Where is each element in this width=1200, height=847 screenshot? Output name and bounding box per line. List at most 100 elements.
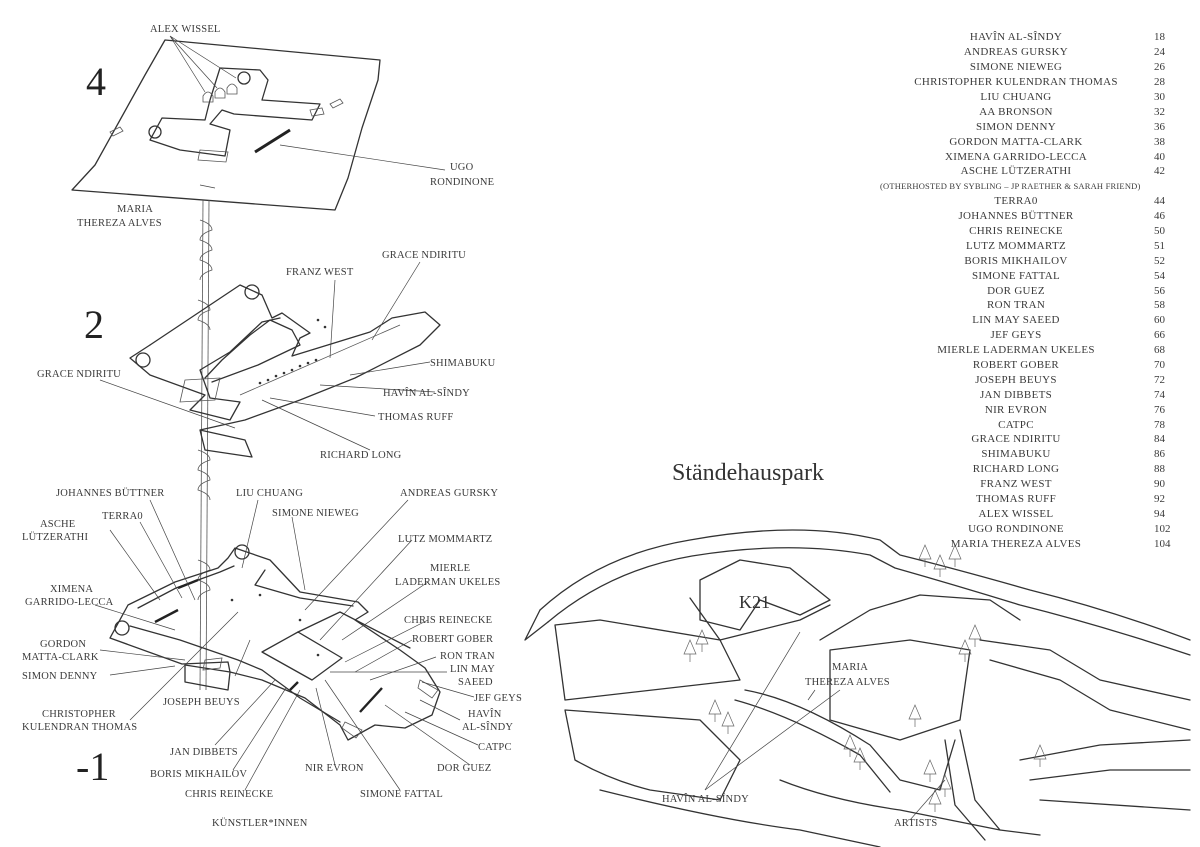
label-boris-mikhailov: BORIS MIKHAILOV: [150, 769, 247, 780]
index-artist-name: RICHARD LONG: [972, 463, 1060, 476]
label-al-sindy: AL-SÎNDY: [462, 721, 513, 733]
index-artist-name: SIMONE FATTAL: [971, 269, 1061, 282]
index-page-number: 56: [1154, 284, 1165, 297]
index-artist-name: AA BRONSON: [979, 105, 1053, 118]
label-andreas-gursky: ANDREAS GURSKY: [400, 488, 498, 499]
index-page-number: 18: [1154, 31, 1165, 44]
index-artist-name: ROBERT GOBER: [972, 359, 1060, 372]
index-artist-name: XIMENA GARRIDO-LECCA: [945, 150, 1087, 163]
index-page-number: 30: [1154, 91, 1165, 103]
index-page-number: 72: [1154, 373, 1165, 386]
label-robert-gober: ROBERT GOBER: [412, 634, 493, 645]
index-page-number: 26: [1154, 61, 1165, 74]
index-entry: LIU CHUANG 30: [880, 90, 1180, 105]
index-artist-name: MIERLE LADERMAN UKELES: [937, 344, 1095, 357]
index-artist-name: CATPC: [998, 418, 1034, 431]
floor-4-label-rondinone: RONDINONE: [430, 177, 494, 188]
index-page-number: 51: [1154, 239, 1165, 252]
index-artist-name: GRACE NDIRITU: [971, 433, 1061, 446]
k21-label: K21: [739, 592, 770, 612]
label-lutzerathi: LÜTZERATHI: [22, 531, 88, 543]
floor-4-label-alex-wissel: ALEX WISSEL: [150, 24, 221, 35]
floor-2-label-grace-ndiritu-top: GRACE NDIRITU: [382, 250, 466, 261]
index-page-number: 54: [1154, 269, 1165, 282]
floor-4-label-ugo: UGO: [450, 162, 474, 173]
index-artist-name: LIN MAY SAEED: [972, 314, 1060, 327]
label-kulendran-thomas: KULENDRAN THOMAS: [22, 722, 137, 733]
index-artist-name: GORDON MATTA-CLARK: [949, 135, 1083, 148]
label-dor-guez: DOR GUEZ: [437, 763, 491, 774]
label-ron-tran: RON TRAN: [440, 651, 495, 662]
label-lin-may: LIN MAY: [450, 664, 495, 675]
index-page-number: 28: [1154, 76, 1165, 89]
index-page-number: 42: [1154, 165, 1165, 178]
index-artist-name: ASCHE LÜTZERATHI: [960, 165, 1072, 178]
index-artist-name: CHRISTOPHER KULENDRAN THOMAS: [914, 76, 1118, 89]
index-artist-name: ANDREAS GURSKY: [963, 46, 1069, 59]
label-christopher: CHRISTOPHER: [42, 709, 116, 720]
index-entry: ROBERT GOBER 70: [880, 358, 1180, 373]
index-artist-name: SIMON DENNY: [976, 120, 1056, 133]
index-page-number: 24: [1154, 46, 1165, 59]
label-nir-evron: NIR EVRON: [305, 763, 364, 774]
label-jan-dibbets: JAN DIBBETS: [170, 747, 238, 758]
index-artist-name: HAVÎN AL-SÎNDY: [969, 31, 1063, 44]
building-spine: [197, 199, 213, 691]
floor-minus1-plan: [94, 499, 479, 791]
index-entry: ANDREAS GURSKY 24: [880, 45, 1180, 60]
index-entry: HAVÎN AL-SÎNDY 18: [880, 30, 1180, 45]
floor-4-plan: [71, 35, 446, 211]
index-page-number: 60: [1154, 314, 1165, 327]
index-entry: SIMONE FATTAL 54: [880, 268, 1180, 283]
park-label-thereza-alves: THEREZA ALVES: [805, 677, 890, 688]
index-artist-name: JEF GEYS: [990, 329, 1042, 342]
label-chris-reinecke-right: CHRIS REINECKE: [404, 615, 492, 626]
index-artist-name: MARIA THEREZA ALVES: [950, 537, 1082, 550]
index-artist-name: CHRIS REINECKE: [969, 225, 1063, 238]
floor-2-label-havin-al-sindy: HAVÎN AL-SÎNDY: [383, 387, 470, 399]
index-artist-name: ALEX WISSEL: [978, 507, 1054, 520]
floor-minus1-number: -1: [76, 744, 109, 789]
index-page-number: 74: [1154, 388, 1165, 401]
floor-4-number: 4: [86, 59, 106, 104]
floor-2-label-thomas-ruff: THOMAS RUFF: [378, 412, 453, 423]
index-entry: LIN MAY SAEED 60: [880, 313, 1180, 328]
label-lutz-mommartz: LUTZ MOMMARTZ: [398, 534, 492, 545]
index-page-number: 68: [1154, 344, 1165, 357]
label-matta-clark: MATTA-CLARK: [22, 652, 99, 663]
label-mierle: MIERLE: [430, 563, 470, 574]
index-artist-name: TERRA0: [994, 195, 1038, 208]
index-page-number: 38: [1154, 135, 1165, 148]
index-entry: ASCHE LÜTZERATHI 42: [880, 164, 1180, 179]
artists-heading-de: KÜNSTLER*INNEN: [212, 817, 308, 829]
index-artist-name: LIU CHUANG: [980, 91, 1052, 103]
index-page-number: 102: [1154, 522, 1171, 535]
label-ximena: XIMENA: [50, 584, 93, 595]
floor-2-label-franz-west: FRANZ WEST: [286, 267, 354, 278]
label-simone-fattal: SIMONE FATTAL: [360, 789, 443, 800]
label-johannes-buttner: JOHANNES BÜTTNER: [56, 487, 165, 499]
index-artist-name: DOR GUEZ: [987, 284, 1045, 297]
index-artist-name: RON TRAN: [986, 299, 1046, 312]
park-title: Ständehauspark: [672, 460, 824, 486]
index-page-number: 70: [1154, 359, 1165, 372]
